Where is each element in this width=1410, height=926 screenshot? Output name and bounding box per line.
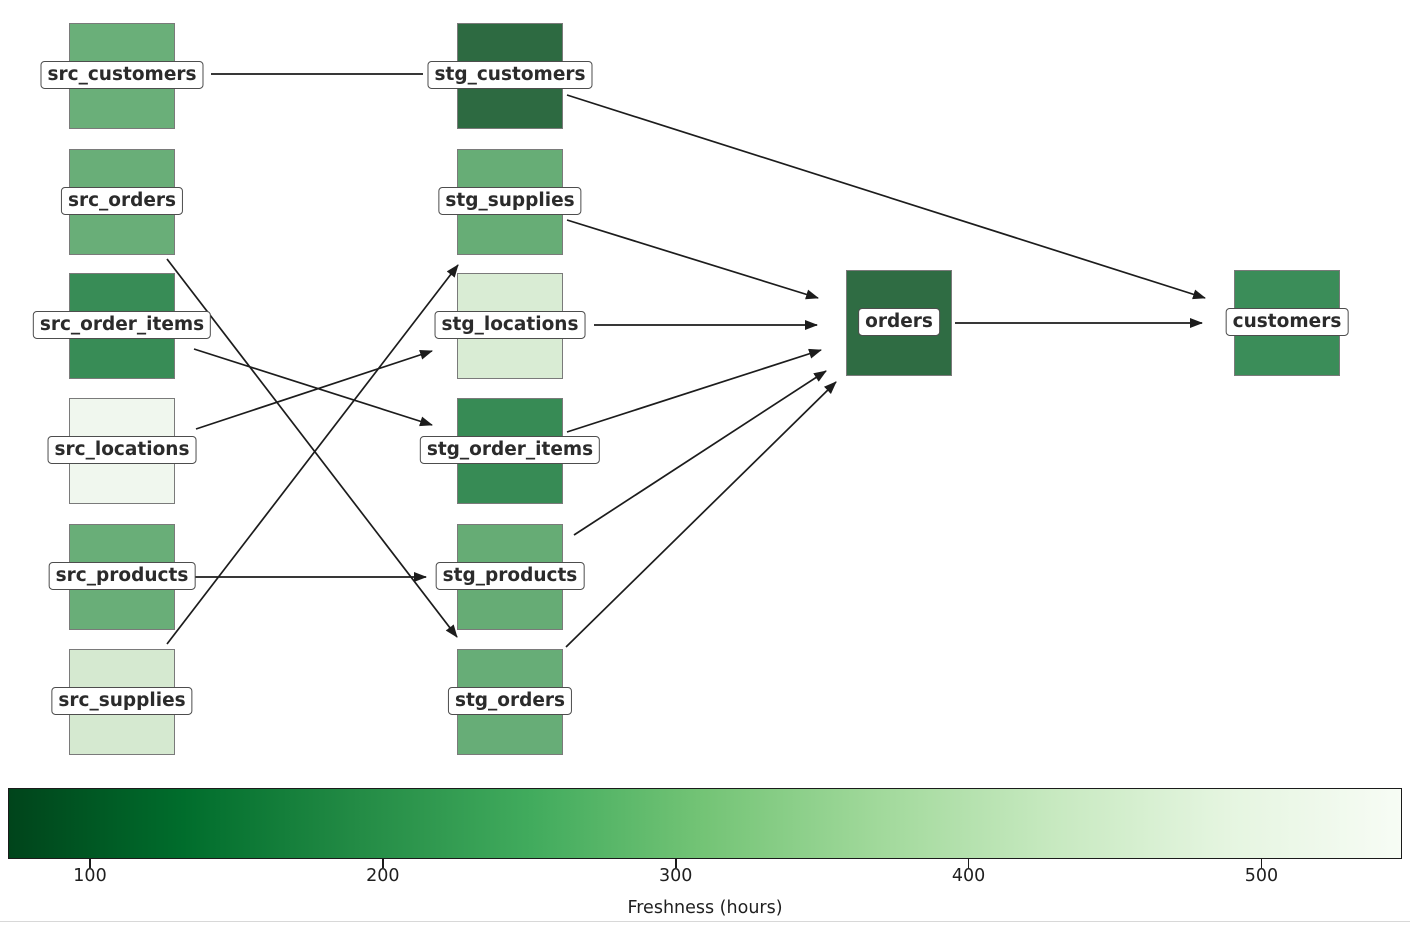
edge-stg_order_items-to-orders [566, 348, 822, 433]
colorbar-tick-label: 400 [951, 866, 986, 886]
node-label-stg_customers: stg_customers [427, 60, 593, 90]
colorbar-gradient [8, 788, 1402, 859]
node-label-orders: orders [858, 307, 940, 337]
edge-stg_supplies-to-orders [566, 219, 819, 300]
colorbar-tick-mark [967, 859, 970, 868]
colorbar-tick-label: 200 [366, 866, 400, 886]
node-label-stg_order_items: stg_order_items [419, 435, 601, 465]
colorbar-tick-mark [1260, 859, 1263, 868]
node-label-stg_products: stg_products [435, 561, 585, 591]
node-label-src_products: src_products [48, 561, 196, 591]
figure-bottom-border [0, 921, 1410, 922]
edge-stg_orders-to-orders [565, 381, 837, 648]
node-label-src_orders: src_orders [60, 186, 184, 216]
edge-src_locations-to-stg_locations [195, 350, 433, 430]
colorbar-tick-mark [382, 859, 384, 868]
node-label-stg_locations: stg_locations [434, 310, 586, 340]
colorbar-tick-mark [89, 859, 91, 868]
edge-src_supplies-to-stg_supplies [166, 264, 459, 645]
node-label-src_customers: src_customers [40, 60, 204, 90]
colorbar-tick-mark [674, 859, 677, 868]
colorbar-tick-label: 100 [73, 866, 107, 886]
node-label-src_locations: src_locations [47, 435, 197, 465]
edge-src_orders-to-stg_orders [166, 258, 458, 638]
node-label-customers: customers [1225, 307, 1349, 337]
edge-stg_products-to-orders [573, 370, 827, 536]
edge-src_order_items-to-stg_order_items [193, 348, 433, 427]
colorbar-axis-label: Freshness (hours) [627, 898, 783, 918]
node-label-src_supplies: src_supplies [51, 686, 193, 716]
node-label-stg_supplies: stg_supplies [438, 186, 582, 216]
node-label-src_order_items: src_order_items [32, 310, 212, 340]
colorbar-tick-label: 300 [659, 866, 693, 886]
node-label-stg_orders: stg_orders [447, 686, 573, 716]
colorbar-tick-label: 500 [1244, 866, 1279, 886]
edge-stg_customers-to-customers [566, 94, 1206, 300]
